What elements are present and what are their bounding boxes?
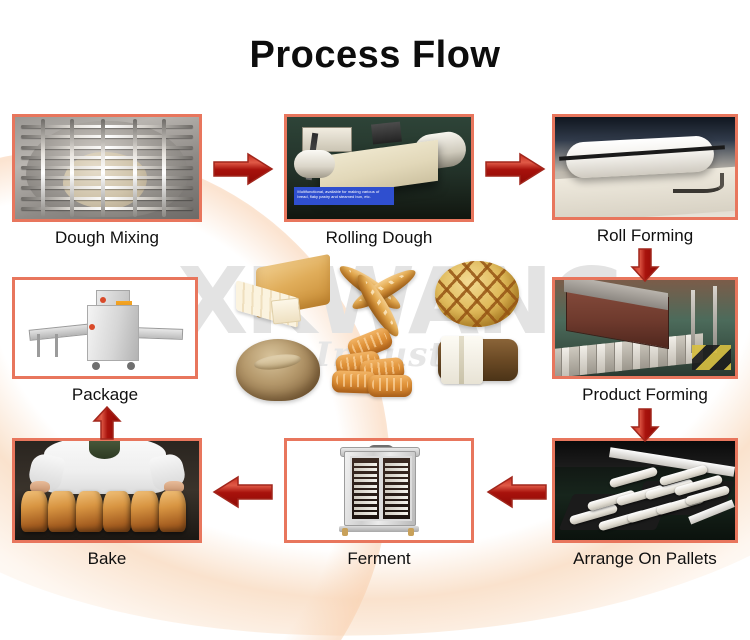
product-sliced-loaf xyxy=(228,253,332,329)
step-product-forming-image-frame xyxy=(552,277,738,379)
step-dough-mixing[interactable]: Dough Mixing xyxy=(12,114,202,248)
step-arrange-on-pallets-image-frame xyxy=(552,438,738,543)
dough-mixer-photo xyxy=(15,117,199,219)
step-ferment-image-frame xyxy=(284,438,474,543)
product-danish-rolls xyxy=(330,325,430,401)
step-bake-image-frame xyxy=(12,438,202,543)
roll-forming-photo xyxy=(555,117,735,217)
arrow-ferment-to-bake xyxy=(212,475,274,509)
step-bake[interactable]: Bake xyxy=(12,438,202,569)
packaging-machine-photo xyxy=(15,280,195,376)
step-bake-label: Bake xyxy=(87,549,127,568)
product-melon-bread xyxy=(431,257,523,331)
step-roll-forming[interactable]: Roll Forming xyxy=(552,114,738,246)
step-rolling-dough-image-frame: Multifunctional, available for making va… xyxy=(284,114,474,222)
product-rye-boule xyxy=(230,335,326,403)
product-baguettes xyxy=(332,257,432,341)
step-ferment-label: Ferment xyxy=(347,549,411,568)
step-arrange-on-pallets[interactable]: Arrange On Pallets xyxy=(552,438,738,569)
dough-sheeter-photo: Multifunctional, available for making va… xyxy=(287,117,471,219)
product-forming-photo xyxy=(555,280,735,376)
page-title: Process Flow xyxy=(249,34,501,76)
step-product-forming[interactable]: Product Forming xyxy=(552,277,738,405)
arrow-mixing-to-rolling xyxy=(212,152,274,186)
ferment-proofer-photo xyxy=(287,441,471,540)
image-overlay-caption: Multifunctional, available for making va… xyxy=(294,187,394,205)
step-rolling-dough-label: Rolling Dough xyxy=(325,228,433,247)
step-arrange-on-pallets-label: Arrange On Pallets xyxy=(573,549,717,568)
step-package-image-frame xyxy=(12,277,198,379)
arrow-bake-to-package xyxy=(92,406,122,440)
step-roll-forming-image-frame xyxy=(552,114,738,220)
step-rolling-dough[interactable]: Multifunctional, available for making va… xyxy=(284,114,474,248)
arrow-pallets-to-ferment xyxy=(486,475,548,509)
bread-products-cluster xyxy=(228,253,524,405)
bake-photo xyxy=(15,441,199,540)
step-ferment[interactable]: Ferment xyxy=(284,438,474,569)
arrow-product-forming-to-pallets xyxy=(630,408,660,442)
step-package[interactable]: Package xyxy=(12,277,198,405)
step-roll-forming-label: Roll Forming xyxy=(596,226,694,245)
arrange-on-pallets-photo xyxy=(555,441,735,540)
step-dough-mixing-label: Dough Mixing xyxy=(55,228,159,247)
step-dough-mixing-image-frame xyxy=(12,114,202,222)
arrow-rolling-to-roll-forming xyxy=(484,152,546,186)
product-wrapped-loaves xyxy=(428,331,524,401)
arrow-roll-forming-to-product-forming xyxy=(630,248,660,282)
step-product-forming-label: Product Forming xyxy=(582,385,708,404)
step-package-label: Package xyxy=(71,385,139,404)
